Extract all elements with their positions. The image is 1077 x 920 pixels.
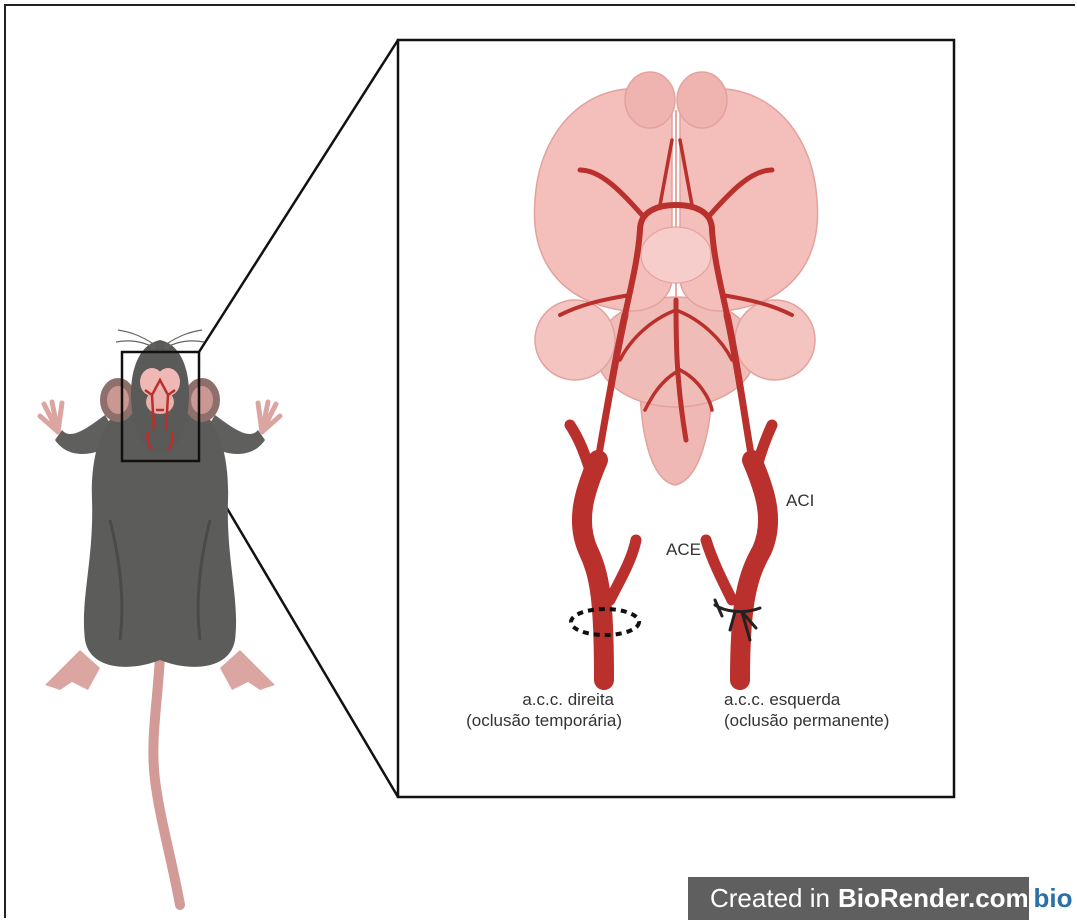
biorender-logo: bio — [1029, 877, 1077, 920]
label-left-cca: a.c.c. esquerda — [724, 690, 841, 709]
label-right-cca: a.c.c. direita — [522, 690, 614, 709]
mouse — [40, 330, 280, 905]
label-aci: ACI — [786, 491, 814, 510]
cerebellum-lobe-left — [535, 300, 615, 380]
biorender-logo-text: bio — [1034, 883, 1073, 914]
badge-prefix: Created in — [710, 883, 830, 914]
mouse-tail — [153, 655, 180, 905]
badge-brand: BioRender.com — [838, 883, 1029, 914]
biorender-badge[interactable]: Created in BioRender.com bio — [688, 877, 1077, 920]
zoom-line-top — [199, 40, 398, 352]
label-left-cca-occlusion: (oclusão permanente) — [724, 711, 889, 730]
mouse-hand-right — [258, 402, 280, 432]
cerebellum-lobe-right — [735, 300, 815, 380]
label-right-cca-occlusion: (oclusão temporária) — [466, 711, 622, 730]
mouse-hind-foot-right — [220, 650, 275, 690]
mouse-hand-left — [40, 402, 62, 432]
mouse-hind-foot-left — [45, 650, 100, 690]
label-ace: ACE — [666, 540, 701, 559]
